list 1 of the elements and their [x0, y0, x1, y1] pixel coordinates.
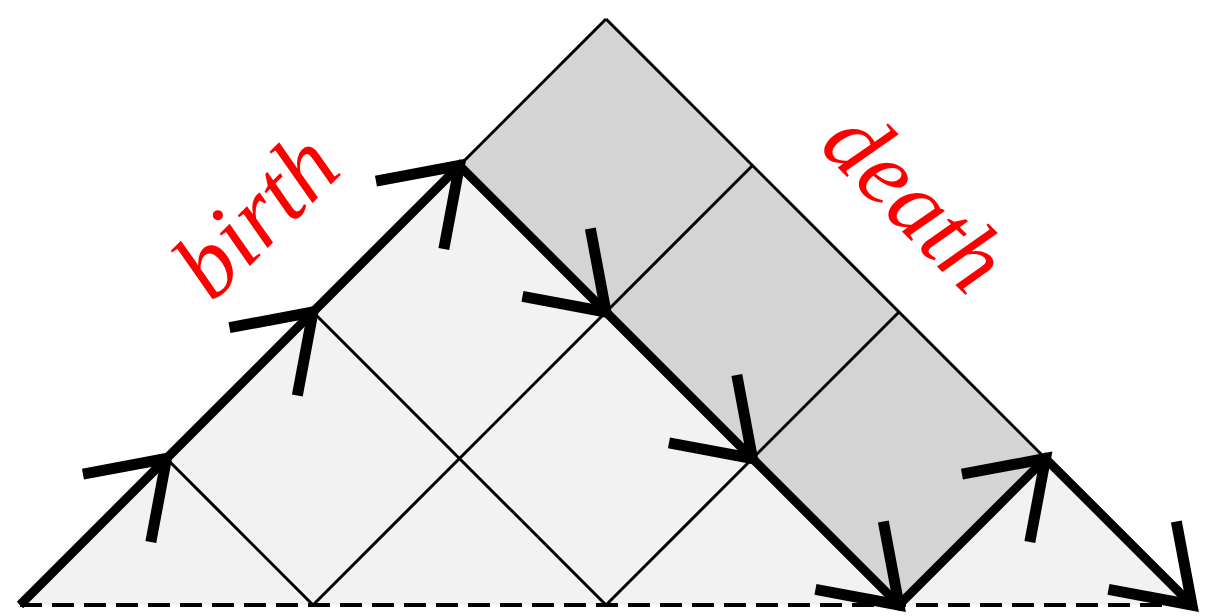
- axis-label: birth: [154, 115, 355, 315]
